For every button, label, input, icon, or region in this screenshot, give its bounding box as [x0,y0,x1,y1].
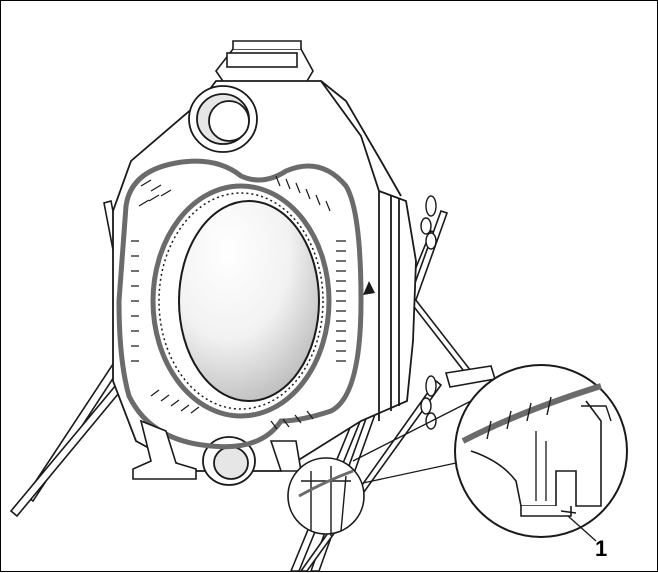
detail-source-circle [287,457,365,536]
lower-port [202,436,256,486]
upper-port [188,85,258,153]
base-feet [132,419,302,480]
flow-arrow-icon [363,281,375,295]
detail-magnifier [454,364,628,538]
callout-1-label: 1 [595,536,608,561]
central-opening [158,192,324,410]
detail-leaders [352,400,472,484]
callout-1-leader [567,515,597,542]
plate-fins [131,175,346,430]
